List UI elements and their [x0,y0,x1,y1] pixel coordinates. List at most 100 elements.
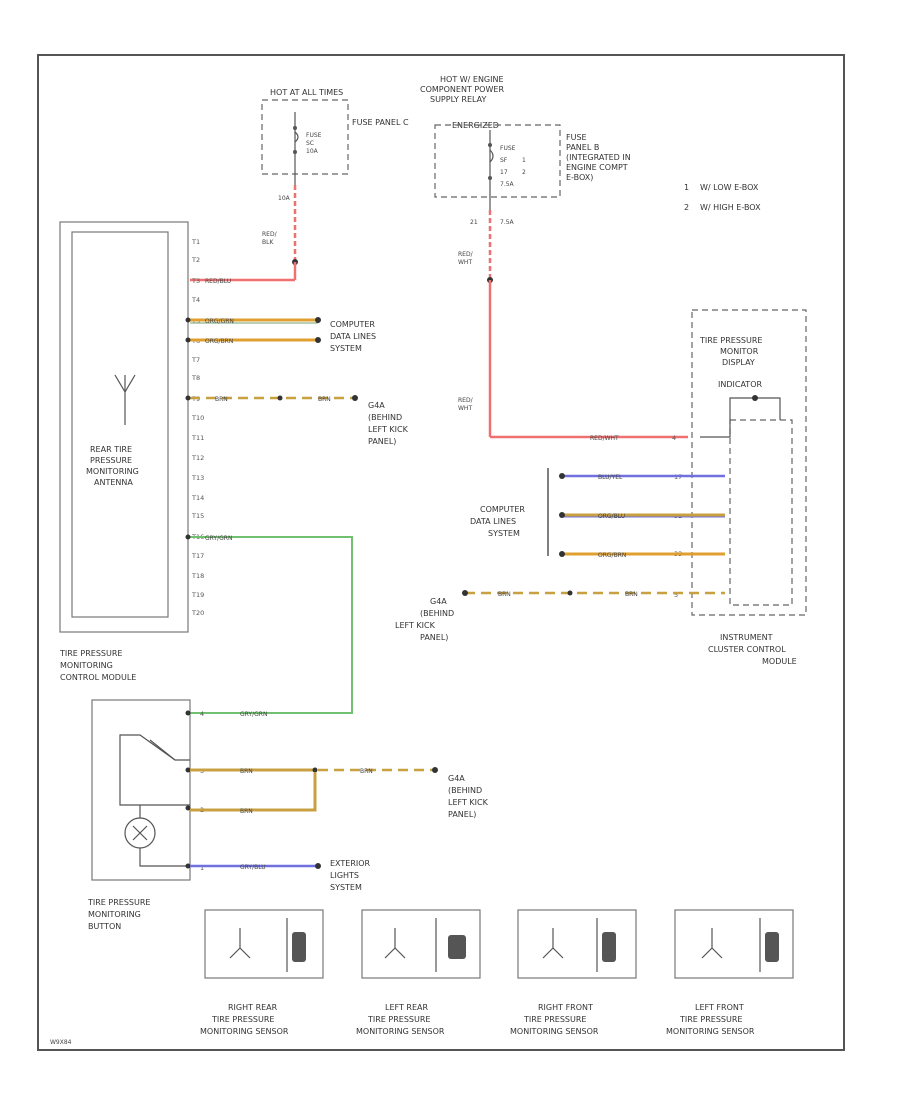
svg-text:HOT AT ALL TIMES: HOT AT ALL TIMES [270,88,343,97]
svg-text:MONITORING SENSOR: MONITORING SENSOR [510,1027,599,1036]
svg-text:21: 21 [470,219,478,226]
svg-text:BLU/YEL: BLU/YEL [598,474,623,481]
svg-text:DATA LINES: DATA LINES [470,517,516,526]
svg-text:TIRE PRESSURE: TIRE PRESSURE [699,336,762,345]
svg-text:CONTROL MODULE: CONTROL MODULE [60,673,136,682]
svg-text:BRN: BRN [215,396,228,403]
svg-text:RED/: RED/ [458,251,474,258]
svg-text:LEFT FRONT: LEFT FRONT [695,1003,744,1012]
svg-text:LEFT KICK: LEFT KICK [395,621,436,630]
svg-text:PANEL B: PANEL B [566,143,599,152]
pin: T19 [191,591,204,599]
svg-text:10A: 10A [306,148,319,155]
figure-code: W9X84 [50,1039,72,1046]
svg-text:TIRE PRESSURE: TIRE PRESSURE [211,1015,274,1024]
fuse-panel-b: HOT W/ ENGINE COMPONENT POWER SUPPLY REL… [420,75,631,226]
pin: T10 [191,414,204,422]
svg-text:COMPUTER: COMPUTER [480,505,525,514]
svg-text:GRY/GRN: GRY/GRN [240,711,267,718]
svg-text:SYSTEM: SYSTEM [488,529,520,538]
svg-text:BRN: BRN [498,591,511,598]
pin: T15 [191,512,204,520]
svg-text:WHT: WHT [458,405,472,412]
svg-text:7.5A: 7.5A [500,219,515,226]
svg-text:GRY/GRN: GRY/GRN [205,535,232,542]
svg-text:ORG/GRN: ORG/GRN [205,318,234,325]
svg-text:MONITORING: MONITORING [88,910,141,919]
pin: T13 [191,474,204,482]
svg-text:MONITORING: MONITORING [60,661,113,670]
svg-text:BLK: BLK [262,239,274,246]
svg-text:ANTENNA: ANTENNA [94,478,133,487]
pin: T20 [191,609,204,617]
svg-text:HOT W/ ENGINE: HOT W/ ENGINE [440,75,504,84]
svg-text:4: 4 [200,710,204,718]
svg-text:REAR TIRE: REAR TIRE [90,445,132,454]
svg-text:SYSTEM: SYSTEM [330,344,362,353]
ground-wire-2: BRN BRN G4A (BEHIND LEFT KICK PANEL) [395,590,725,642]
svg-text:MONITORING SENSOR: MONITORING SENSOR [200,1027,289,1036]
diagram-border [37,54,845,1051]
svg-text:BRN: BRN [240,808,253,815]
svg-text:TIRE PRESSURE: TIRE PRESSURE [679,1015,742,1024]
svg-text:ORG/BRN: ORG/BRN [205,338,233,345]
svg-text:MONITORING: MONITORING [86,467,139,476]
svg-text:LEFT KICK: LEFT KICK [368,425,409,434]
svg-text:(BEHIND: (BEHIND [420,609,454,618]
sensor-right-rear: RIGHT REAR TIRE PRESSURE MONITORING SENS… [200,909,324,1036]
svg-text:ENGINE COMPT: ENGINE COMPT [566,163,628,172]
svg-text:LEFT REAR: LEFT REAR [385,1003,428,1012]
fuse-panel-c: HOT AT ALL TIMES FUSE SC 10A FUSE PANEL … [261,88,409,202]
tpm-control-module: REAR TIRE PRESSURE MONITORING ANTENNA T1… [59,221,204,682]
tpm-pins: T1 T2 T3 T4 T5 T6 T7 T8 T9 T10 T11 T12 T… [191,238,204,617]
svg-text:MONITORING SENSOR: MONITORING SENSOR [356,1027,445,1036]
svg-text:INSTRUMENT: INSTRUMENT [720,633,773,642]
svg-text:17: 17 [500,169,508,176]
pin: T18 [191,572,204,580]
svg-text:FUSE: FUSE [500,145,516,152]
svg-text:COMPUTER: COMPUTER [330,320,375,329]
svg-text:PANEL): PANEL) [420,633,448,642]
svg-text:1: 1 [200,864,204,872]
svg-text:PANEL): PANEL) [448,810,476,819]
svg-text:ORG/BLU: ORG/BLU [598,513,625,520]
wire-red-blk: RED/ BLK RED/BLU [190,185,298,285]
wire-gry-grn: GRY/GRN GRY/GRN [185,534,353,718]
svg-text:2: 2 [522,169,526,176]
svg-text:EXTERIOR: EXTERIOR [330,859,371,868]
pin: T17 [191,552,204,560]
svg-text:G4A: G4A [368,401,385,410]
svg-text:TIRE PRESSURE: TIRE PRESSURE [87,898,150,907]
pin: T2 [191,256,200,264]
pin: T1 [191,238,200,246]
svg-text:10A: 10A [278,195,291,202]
button-wires: BRN BRN BRN GRY/BLU G4A (BEHIND LEFT KIC… [190,767,489,892]
tpm-button: 4 3 2 1 TIRE PRESSURE MONITORING BUTTON [87,699,204,931]
sensor-left-rear: LEFT REAR TIRE PRESSURE MONITORING SENSO… [356,909,481,1036]
svg-text:MONITORING SENSOR: MONITORING SENSOR [666,1027,755,1036]
svg-text:RED/: RED/ [458,397,474,404]
data-lines-1: ORG/GRN ORG/BRN COMPUTER DATA LINES SYST… [185,317,376,353]
data-lines-2: BLU/YEL ORG/BLU ORG/BRN COMPUTER DATA LI… [470,468,725,559]
svg-text:RIGHT FRONT: RIGHT FRONT [538,1003,593,1012]
svg-text:CLUSTER CONTROL: CLUSTER CONTROL [708,645,786,654]
pin: T11 [191,434,204,442]
svg-text:MONITOR: MONITOR [720,347,759,356]
svg-text:TIRE PRESSURE: TIRE PRESSURE [59,649,122,658]
svg-text:7.5A: 7.5A [500,181,515,188]
ebox-note: 1 W/ LOW E-BOX 2 W/ HIGH E-BOX [684,183,761,212]
pin: T3 [191,277,200,285]
ground-wire-1: BRN BRN G4A (BEHIND LEFT KICK PANEL) [185,395,409,446]
svg-text:1: 1 [522,157,526,164]
svg-text:BRN: BRN [240,768,253,775]
svg-text:SUPPLY RELAY: SUPPLY RELAY [430,95,487,104]
svg-text:WHT: WHT [458,259,472,266]
svg-text:SC: SC [306,140,314,147]
svg-text:MODULE: MODULE [762,657,797,666]
svg-text:4: 4 [672,434,676,442]
sensor-left-front: LEFT FRONT TIRE PRESSURE MONITORING SENS… [666,909,794,1036]
svg-text:INDICATOR: INDICATOR [718,380,762,389]
pin: T12 [191,454,204,462]
svg-text:DATA LINES: DATA LINES [330,332,376,341]
